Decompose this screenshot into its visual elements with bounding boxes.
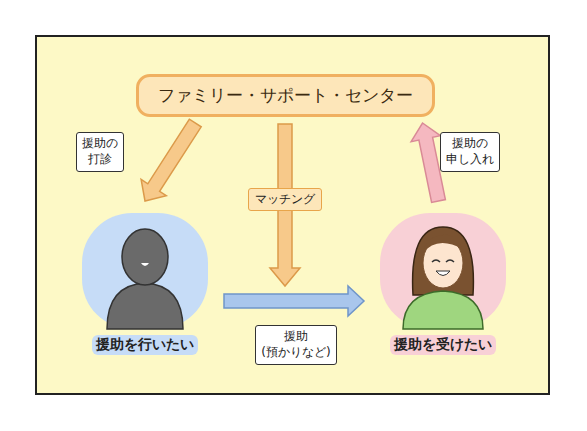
person-shirt (403, 291, 483, 329)
block-arrow (141, 119, 201, 201)
background-blob (82, 213, 208, 329)
background-blob (380, 213, 506, 329)
edge-label: 援助の 申し入れ (440, 132, 500, 171)
person-mouth (436, 271, 450, 276)
person-label: 援助を行いたい (92, 335, 198, 355)
person-hair (413, 227, 474, 295)
person-node: 援助を受けたい (368, 205, 518, 365)
edge-label: 援助の 打診 (76, 132, 124, 171)
person-label: 援助を受けたい (390, 335, 496, 355)
block-arrow (224, 286, 364, 316)
title-text: ファミリー・サポート・センター (158, 84, 413, 107)
title-box: ファミリー・サポート・センター (136, 74, 435, 117)
arrow-label: マッチング (248, 188, 322, 211)
edge-label: 援助 (預かりなど) (255, 325, 336, 364)
person-body (107, 283, 183, 329)
person-head (122, 229, 168, 285)
person-eyes (432, 260, 454, 262)
person-mouth (141, 263, 149, 266)
person-node: 援助を行いたい (70, 205, 220, 365)
person-bangs (423, 235, 463, 253)
